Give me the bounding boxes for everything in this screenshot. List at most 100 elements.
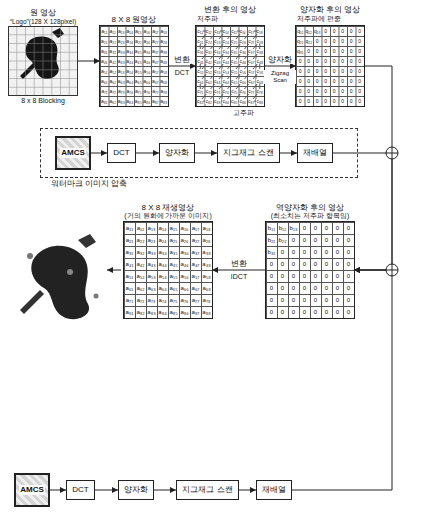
- process-label: 지그재그 스캔: [182, 485, 232, 494]
- matrix-cell: 0: [299, 234, 310, 246]
- cell-value: a₃₇: [192, 249, 200, 255]
- matrix-cell: 0: [343, 294, 354, 306]
- cell-value: a₆₇: [192, 285, 200, 291]
- matrix-cell: a₈₄: [126, 96, 135, 106]
- matrix-cell: a₂₇: [190, 234, 201, 246]
- transform-note: DCT: [174, 69, 190, 77]
- matrix-cell: a₅₆: [143, 66, 152, 76]
- cell-value: a₂₆: [180, 237, 188, 243]
- matrix-cell: c₃₆: [239, 46, 248, 56]
- matrix-cell: b₂₁: [266, 234, 277, 246]
- flow-arrow: [95, 490, 118, 491]
- cell-value: 0: [325, 309, 328, 315]
- matrix-cell: 0: [305, 96, 314, 106]
- cell-value: a₂₈: [160, 39, 167, 44]
- cell-value: a₈₃: [147, 309, 155, 315]
- cell-value: c₄₇: [248, 59, 254, 64]
- matrix-cell: 0: [339, 36, 348, 46]
- reconstructed-logo-picture: [20, 234, 99, 319]
- transform-note: IDCT: [230, 273, 248, 281]
- matrix-cell: a₁₃: [117, 26, 126, 36]
- flow-arrow: [212, 270, 266, 271]
- cell-value: 0: [358, 29, 361, 34]
- matrix-cell: q₁₂: [305, 26, 314, 36]
- cell-value: a₈₆: [180, 309, 188, 315]
- matrix-cell: a₃₁: [100, 46, 109, 56]
- cell-value: c₃₄: [222, 49, 229, 54]
- cell-value: a₂₅: [135, 39, 142, 44]
- cell-value: a₄₁: [101, 59, 108, 64]
- cell-value: b₁₃: [290, 225, 298, 231]
- cell-value: c₇₁: [197, 89, 203, 94]
- matrix-cell: a₇₆: [179, 294, 190, 306]
- cell-value: a₃₅: [135, 49, 142, 54]
- cell-value: a₈₇: [152, 99, 159, 104]
- matrix-cell: 0: [356, 46, 365, 56]
- cell-value: a₇₁: [101, 89, 107, 94]
- cell-value: 0: [347, 237, 350, 243]
- process-label: 양자화: [165, 148, 189, 157]
- matrix-cell: 0: [343, 258, 354, 270]
- matrix-cell: c₄₃: [213, 56, 222, 66]
- matrix-cell: 0: [288, 246, 299, 258]
- cell-value: 0: [336, 261, 339, 267]
- cell-value: q₁₁: [297, 29, 303, 34]
- process-label: DCT: [113, 148, 129, 157]
- matrix-cell: a₂₈: [201, 234, 212, 246]
- cell-value: a₇₂: [137, 297, 145, 303]
- matrix-cell: 0: [277, 306, 288, 318]
- cell-value: 0: [336, 297, 339, 303]
- matrix-cell: a₅₈: [160, 66, 169, 76]
- cell-value: 0: [270, 285, 273, 291]
- matrix-cell: 0: [356, 96, 365, 106]
- matrix-cell: a₈₆: [179, 306, 190, 318]
- matrix-cell: a₃₄: [157, 246, 168, 258]
- matrix-cell: c₂₁: [196, 36, 205, 46]
- matrix-cell: c₈₃: [213, 96, 222, 106]
- cell-value: a₅₈: [202, 273, 210, 279]
- cell-value: 0: [333, 89, 336, 94]
- cell-value: a₅₆: [143, 69, 150, 74]
- cell-value: a₇₄: [159, 297, 167, 303]
- matrix-cell: a₄₃: [117, 56, 126, 66]
- matrix-cell: 0: [310, 258, 321, 270]
- matrix-cell: a₆₄: [126, 76, 135, 86]
- cell-value: 0: [292, 237, 295, 243]
- cell-value: b₂₂: [279, 237, 287, 243]
- cell-value: c₆₅: [231, 79, 238, 84]
- cell-value: a₃₂: [109, 49, 116, 54]
- cell-value: c₄₅: [231, 59, 238, 64]
- cell-value: a₈₂: [109, 99, 116, 104]
- cell-value: c₅₂: [206, 69, 212, 74]
- cell-value: a₇₈: [203, 297, 211, 303]
- matrix-cell: 0: [321, 306, 332, 318]
- cell-value: 0: [358, 59, 361, 64]
- cell-value: a₇₆: [181, 297, 189, 303]
- cell-value: a₈₅: [169, 309, 177, 315]
- matrix-cell: a₅₂: [109, 66, 118, 76]
- matrix-cell: 0: [288, 234, 299, 246]
- matrix-cell: 0: [277, 270, 288, 282]
- matrix-cell: 0: [313, 76, 322, 86]
- cell-value: a₁₆: [181, 225, 189, 231]
- matrix-cell: 0: [347, 26, 356, 36]
- flow-arrow: [50, 490, 66, 491]
- matrix-cell: a₃₄: [126, 46, 135, 56]
- heading-block: 양자화 후의 영상: [300, 5, 360, 14]
- cell-value: c₄₃: [214, 59, 221, 64]
- cell-value: a₁₄: [126, 29, 133, 34]
- cell-value: 0: [350, 89, 353, 94]
- adder-symbol: [386, 147, 398, 159]
- cell-value: a₃₃: [147, 249, 155, 255]
- matrix-cell: 0: [266, 294, 277, 306]
- cell-value: 0: [307, 89, 310, 94]
- matrix-cell: 0: [305, 76, 314, 86]
- matrix-cell: a₁₂: [109, 26, 118, 36]
- matrix-cell: c₈₅: [230, 96, 239, 106]
- matrix-cell: c₆₃: [213, 76, 222, 86]
- cell-value: a₆₂: [109, 79, 116, 84]
- cell-value: a₁₄: [159, 225, 167, 231]
- matrix-cell: 0: [288, 282, 299, 294]
- matrix-cell: a₃₆: [143, 46, 152, 56]
